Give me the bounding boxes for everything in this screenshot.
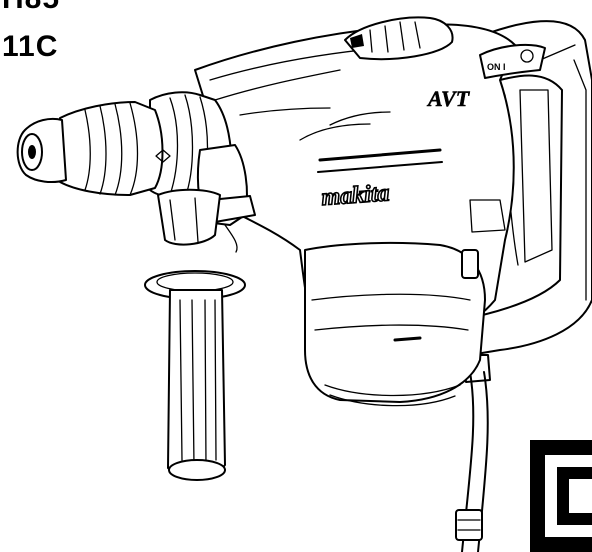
switch-label: ON I <box>487 62 506 72</box>
avt-badge-text: AVT <box>426 86 471 111</box>
model-number-top: H85 <box>2 0 60 14</box>
brand-logo-text: makita <box>321 180 391 211</box>
avt-badge: AVT <box>426 86 471 112</box>
brand-logo: makita <box>320 180 391 212</box>
tool-body <box>194 23 516 407</box>
double-insulation-icon <box>530 440 592 552</box>
switch-area: ON I <box>479 43 546 79</box>
mode-selector-dial <box>344 16 454 61</box>
power-cord <box>455 354 491 552</box>
side-handle <box>144 188 246 481</box>
model-number: 11C <box>2 30 59 63</box>
